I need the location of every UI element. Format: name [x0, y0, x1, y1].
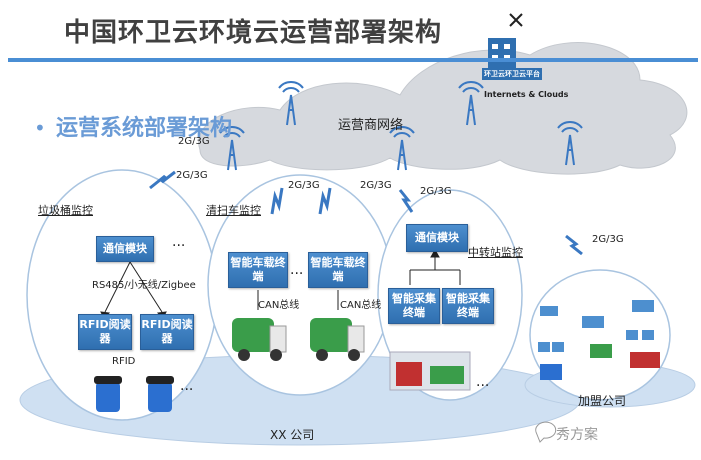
garbage-truck-icon	[232, 318, 287, 361]
station-monitor-label: 中转站监控	[468, 246, 523, 259]
signal-icon	[398, 189, 414, 213]
section-subtitle: 运营系统部署架构	[56, 116, 233, 141]
truck-terminal-2: 智能车载终端	[308, 252, 368, 288]
truck-ellipsis: ...	[290, 262, 304, 278]
tower-icon	[278, 81, 304, 126]
internet-label: Internets & Clouds	[484, 90, 569, 99]
transfer-station-image	[389, 351, 471, 391]
bin-comm-module: 通信模块	[96, 236, 154, 262]
bin-protocols: RS485/小无线/Zigbee	[92, 280, 196, 291]
company-label: XX 公司	[270, 428, 315, 442]
network-label: 2G/3G	[360, 180, 392, 191]
truck-monitor-label: 清扫车监控	[206, 204, 261, 217]
rfid-reader-2: RFID阅读器	[140, 314, 194, 350]
bin-ellipsis: ...	[172, 234, 186, 250]
rfid-reader-1: RFID阅读器	[78, 314, 132, 350]
page-title: 中国环卫云环境云运营部署架构	[64, 18, 443, 48]
network-label: 2G/3G	[420, 186, 452, 197]
can-bus-label-1: CAN总线	[258, 300, 300, 311]
network-label: 2G/3G	[288, 180, 320, 191]
tower-icon	[458, 81, 484, 126]
station-comm-module: 通信模块	[406, 224, 468, 252]
signal-icon	[270, 187, 284, 215]
network-label: 2G/3G	[176, 170, 208, 181]
collector-terminal-2: 智能采集终端	[442, 288, 494, 324]
truck-terminal-1: 智能车载终端	[228, 252, 288, 288]
franchise-label: 加盟公司	[578, 394, 627, 408]
bullet: •	[34, 116, 46, 140]
trash-bin-icon	[94, 376, 122, 412]
network-label: 2G/3G	[178, 136, 210, 147]
tower-icon	[389, 126, 415, 171]
franchise-mini-diagram	[538, 300, 660, 380]
cloud-shape	[198, 42, 688, 175]
title-underline	[8, 58, 698, 62]
tower-icon	[557, 121, 583, 166]
building-icon	[488, 38, 516, 68]
can-bus-label-2: CAN总线	[340, 300, 382, 311]
carrier-network-label: 运营商网络	[338, 118, 404, 133]
collector-terminal-1: 智能采集终端	[388, 288, 440, 324]
wechat-icon	[535, 421, 557, 443]
watermark: 秀方案	[556, 427, 598, 443]
bin-monitor-label: 垃圾桶监控	[38, 204, 93, 217]
rfid-label: RFID	[112, 356, 136, 367]
signal-icon	[149, 170, 176, 190]
station-arrows	[409, 248, 461, 285]
bin-ellipsis-2: ...	[180, 378, 194, 394]
network-label: 2G/3G	[592, 234, 624, 245]
tools-icon	[509, 13, 523, 27]
station-ellipsis: ...	[476, 374, 490, 390]
signal-icon	[565, 234, 583, 256]
signal-icon	[318, 187, 332, 215]
tower-icon	[219, 126, 245, 171]
truck-arrows	[257, 290, 339, 310]
garbage-truck-icon	[310, 318, 365, 361]
platform-label: 环卫云环卫云平台	[482, 68, 542, 80]
trash-bin-icon	[146, 376, 174, 412]
